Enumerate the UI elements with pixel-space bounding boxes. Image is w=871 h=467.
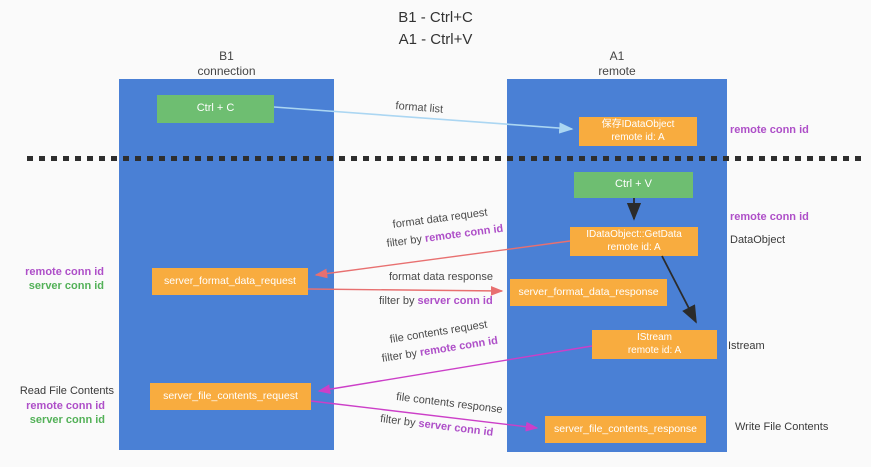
node-server-format-data-request: server_format_data_request	[152, 268, 308, 295]
node-ctrl-v: Ctrl + V	[574, 172, 693, 198]
label-file-response-filter: filter by server conn id	[380, 413, 494, 439]
title-line-b1: B1 - Ctrl+C	[398, 9, 473, 26]
node-idataobject-getdata: IDataObject::GetData remote id: A	[570, 227, 698, 256]
lane-a1-name: A1	[609, 49, 625, 63]
read-file-contents-label: Read File Contents	[19, 385, 114, 397]
write-file-contents-label: Write File Contents	[735, 421, 829, 433]
save-idataobject-line1: 保存IDataObject	[601, 119, 675, 130]
remote-conn-id-label: remote conn id	[730, 124, 809, 136]
label-format-list: format list	[395, 100, 444, 116]
node-istream: IStream remote id: A	[592, 330, 717, 359]
node-ctrl-c: Ctrl + C	[157, 95, 274, 123]
filter-by-text: filter by	[381, 346, 421, 365]
remote-conn-id-label: remote conn id	[25, 266, 104, 278]
node-save-idataobject: 保存IDataObject remote id: A	[579, 117, 697, 146]
filter-by-text: filter by	[379, 295, 418, 307]
filter-by-text: filter by	[379, 413, 420, 430]
ctrl-v-label: Ctrl + V	[615, 178, 652, 191]
node-server-format-data-response: server_format_data_response	[510, 279, 667, 306]
diagram-title: B1 - Ctrl+C A1 - Ctrl+V	[0, 7, 871, 51]
format-response-label: server_format_data_response	[518, 285, 659, 298]
arrow-format-data-response	[307, 285, 504, 296]
ctrl-c-label: Ctrl + C	[196, 102, 235, 115]
server-conn-id-text: server conn id	[417, 295, 493, 307]
format-request-label: server_format_data_request	[164, 274, 296, 287]
remote-conn-id-text: remote conn id	[424, 222, 504, 245]
node-server-file-contents-request: server_file_contents_request	[150, 383, 311, 410]
title-line-a1: A1 - Ctrl+V	[398, 30, 473, 48]
remote-conn-id-label: remote conn id	[730, 211, 809, 223]
label-format-data-response: format data response	[389, 271, 493, 283]
lane-b1-name: B1	[219, 49, 234, 63]
copy-paste-separator-dashed-line	[27, 156, 861, 161]
dataobject-label: DataObject	[730, 234, 786, 246]
file-request-label: server_file_contents_request	[163, 389, 298, 402]
getdata-line1: IDataObject::GetData	[586, 229, 682, 240]
file-response-label: server_file_contents_response	[553, 422, 697, 435]
label-file-contents-response: file contents response	[395, 391, 504, 416]
label-format-response-filter: filter by server conn id	[379, 295, 493, 307]
filter-by-text: filter by	[386, 232, 426, 250]
left-format-conn-ids: remote conn id server conn id	[8, 266, 104, 293]
lane-header-b1: B1 connection	[119, 49, 334, 79]
lane-a1-role: remote	[598, 64, 636, 78]
istream-line1: IStream	[636, 332, 672, 343]
server-conn-id-label: server conn id	[29, 413, 105, 426]
getdata-line2: remote id: A	[607, 241, 661, 253]
server-conn-id-label: server conn id	[28, 279, 104, 292]
node-server-file-contents-response: server_file_contents_response	[545, 416, 706, 443]
lane-header-a1: A1 remote	[507, 49, 727, 79]
save-idataobject-line2: remote id: A	[611, 131, 665, 143]
istream-label: Istream	[728, 340, 765, 352]
left-file-conn-ids: remote conn id server conn id	[8, 400, 105, 427]
server-conn-id-text: server conn id	[417, 417, 494, 439]
lane-b1-role: connection	[197, 64, 256, 78]
istream-line2: remote id: A	[627, 344, 682, 356]
remote-conn-id-label: remote conn id	[26, 400, 105, 412]
